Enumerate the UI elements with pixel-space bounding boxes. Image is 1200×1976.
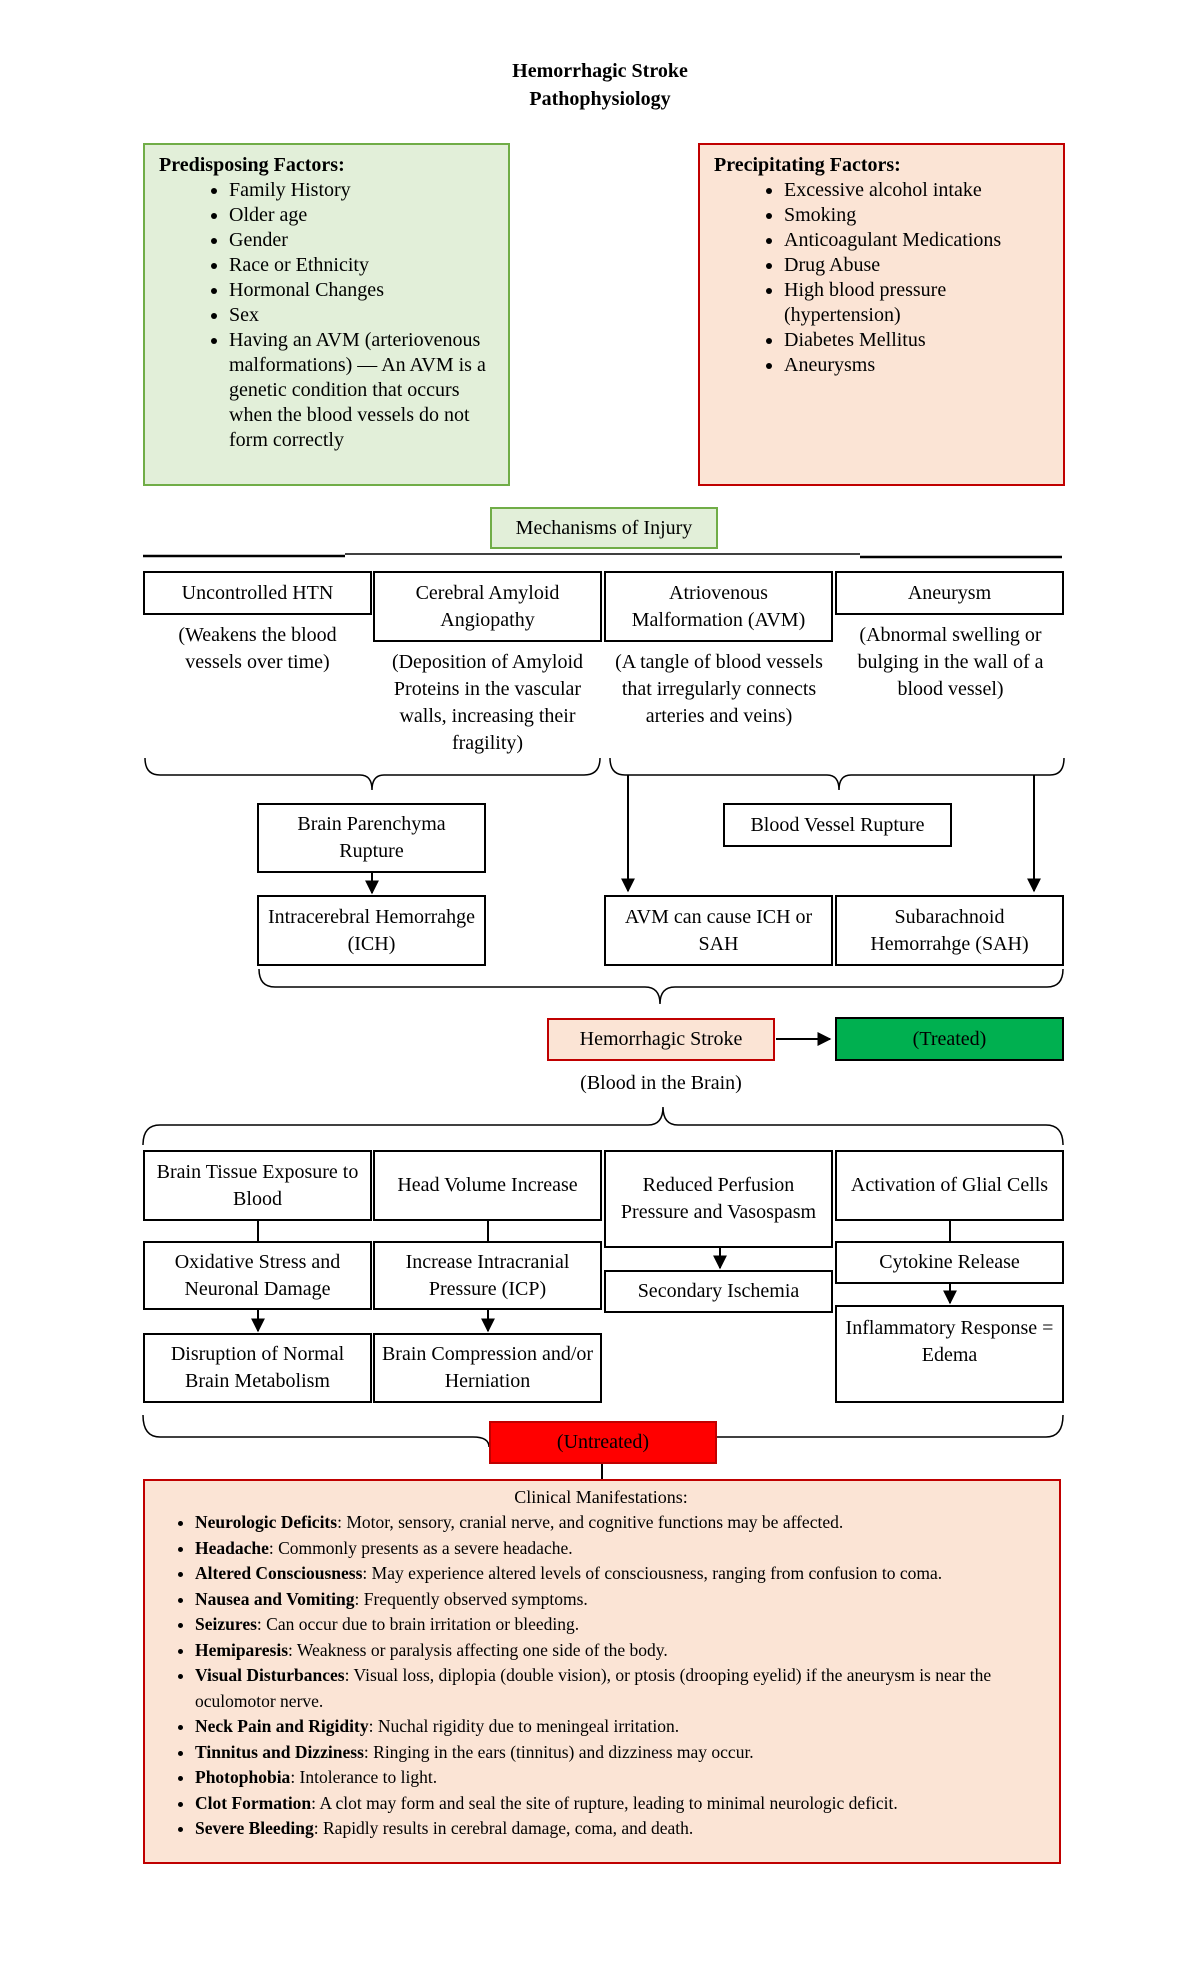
list-item: Smoking (784, 203, 1049, 228)
list-item: Having an AVM (arteriovenous malformatio… (229, 328, 494, 453)
list-item: Altered Consciousness: May experience al… (195, 1561, 1047, 1587)
ich-box: Intracerebral Hemorrahge (ICH) (257, 895, 486, 966)
oxidative-stress-box: Oxidative Stress and Neuronal Damage (143, 1241, 372, 1310)
precipitating-factors-box: Precipitating Factors: Excessive alcohol… (698, 143, 1065, 486)
reduced-perfusion-box: Reduced Perfusion Pressure and Vasospasm (604, 1150, 833, 1248)
page-title: Hemorrhagic Stroke (512, 60, 688, 82)
treated-box: (Treated) (835, 1017, 1064, 1061)
list-item: Visual Disturbances: Visual loss, diplop… (195, 1663, 1047, 1714)
mechanism-desc-avm: (A tangle of blood vessels that irregula… (615, 651, 823, 727)
predisposing-list: Family History Older age Gender Race or … (159, 178, 494, 453)
mechanisms-of-injury-label: Mechanisms of Injury (490, 507, 718, 549)
mechanism-desc-amyloid: (Deposition of Amyloid Proteins in the v… (391, 651, 584, 754)
list-item: Severe Bleeding: Rapidly results in cere… (195, 1816, 1047, 1842)
list-item: Seizures: Can occur due to brain irritat… (195, 1612, 1047, 1638)
clinical-manifestations-box: Clinical Manifestations: Neurologic Defi… (143, 1479, 1061, 1864)
sah-box: Subarachnoid Hemorrahge (SAH) (835, 895, 1064, 966)
list-item: Drug Abuse (784, 253, 1049, 278)
avm-ich-sah-box: AVM can cause ICH or SAH (604, 895, 833, 966)
list-item: Race or Ethnicity (229, 253, 494, 278)
mechanism-desc-htn: (Weakens the blood vessels over time) (178, 624, 337, 673)
list-item: Nausea and Vomiting: Frequently observed… (195, 1587, 1047, 1613)
brain-parenchyma-rupture-box: Brain Parenchyma Rupture (257, 803, 486, 873)
list-item: Anticoagulant Medications (784, 228, 1049, 253)
secondary-ischemia-box: Secondary Ischemia (604, 1270, 833, 1313)
list-item: Sex (229, 303, 494, 328)
mechanism-avm: Atriovenous Malformation (AVM) (604, 571, 833, 642)
list-item: Excessive alcohol intake (784, 178, 1049, 203)
disruption-metabolism-box: Disruption of Normal Brain Metabolism (143, 1333, 372, 1403)
list-item: Tinnitus and Dizziness: Ringing in the e… (195, 1740, 1047, 1766)
list-item: Aneurysms (784, 353, 1049, 378)
list-item: Diabetes Mellitus (784, 328, 1049, 353)
predisposing-factors-box: Predisposing Factors: Family History Old… (143, 143, 510, 486)
list-item: Headache: Commonly presents as a severe … (195, 1536, 1047, 1562)
head-volume-increase-box: Head Volume Increase (373, 1150, 602, 1221)
stroke-subtitle: (Blood in the Brain) (580, 1072, 742, 1094)
page-subtitle: Pathophysiology (529, 88, 671, 110)
brace-untreated (142, 1414, 1064, 1448)
list-item: Hemiparesis: Weakness or paralysis affec… (195, 1638, 1047, 1664)
list-item: Photophobia: Intolerance to light. (195, 1765, 1047, 1791)
predisposing-heading: Predisposing Factors: (159, 154, 345, 176)
brace-left (144, 757, 601, 791)
precipitating-heading: Precipitating Factors: (714, 154, 901, 176)
mechanism-desc-aneurysm: (Abnormal swelling or bulging in the wal… (857, 624, 1044, 700)
list-item: Neck Pain and Rigidity: Nuchal rigidity … (195, 1714, 1047, 1740)
clinical-heading: Clinical Manifestations: (514, 1487, 688, 1507)
brain-compression-box: Brain Compression and/or Herniation (373, 1333, 602, 1403)
inflammatory-response-box: Inflammatory Response = Edema (835, 1305, 1064, 1403)
clinical-list: Neurologic Deficits: Motor, sensory, cra… (155, 1510, 1047, 1842)
list-item: Gender (229, 228, 494, 253)
list-item: Hormonal Changes (229, 278, 494, 303)
mechanism-uncontrolled-htn: Uncontrolled HTN (143, 571, 372, 615)
untreated-box: (Untreated) (489, 1421, 717, 1464)
list-item: Older age (229, 203, 494, 228)
brace-stroke (258, 968, 1064, 1005)
brace-right (609, 757, 1065, 791)
list-item: Clot Formation: A clot may form and seal… (195, 1791, 1047, 1817)
mechanism-cerebral-amyloid-angiopathy: Cerebral Amyloid Angiopathy (373, 571, 602, 642)
list-item: Family History (229, 178, 494, 203)
brain-tissue-exposure-box: Brain Tissue Exposure to Blood (143, 1150, 372, 1221)
cytokine-release-box: Cytokine Release (835, 1241, 1064, 1284)
brace-effects (142, 1106, 1064, 1146)
list-item: High blood pressure (hypertension) (784, 278, 1049, 328)
hemorrhagic-stroke-box: Hemorrhagic Stroke (547, 1018, 775, 1061)
blood-vessel-rupture-box: Blood Vessel Rupture (723, 803, 952, 847)
precipitating-list: Excessive alcohol intake Smoking Anticoa… (714, 178, 1049, 378)
glial-activation-box: Activation of Glial Cells (835, 1150, 1064, 1221)
increase-icp-box: Increase Intracranial Pressure (ICP) (373, 1241, 602, 1310)
mechanism-aneurysm: Aneurysm (835, 571, 1064, 615)
list-item: Neurologic Deficits: Motor, sensory, cra… (195, 1510, 1047, 1536)
